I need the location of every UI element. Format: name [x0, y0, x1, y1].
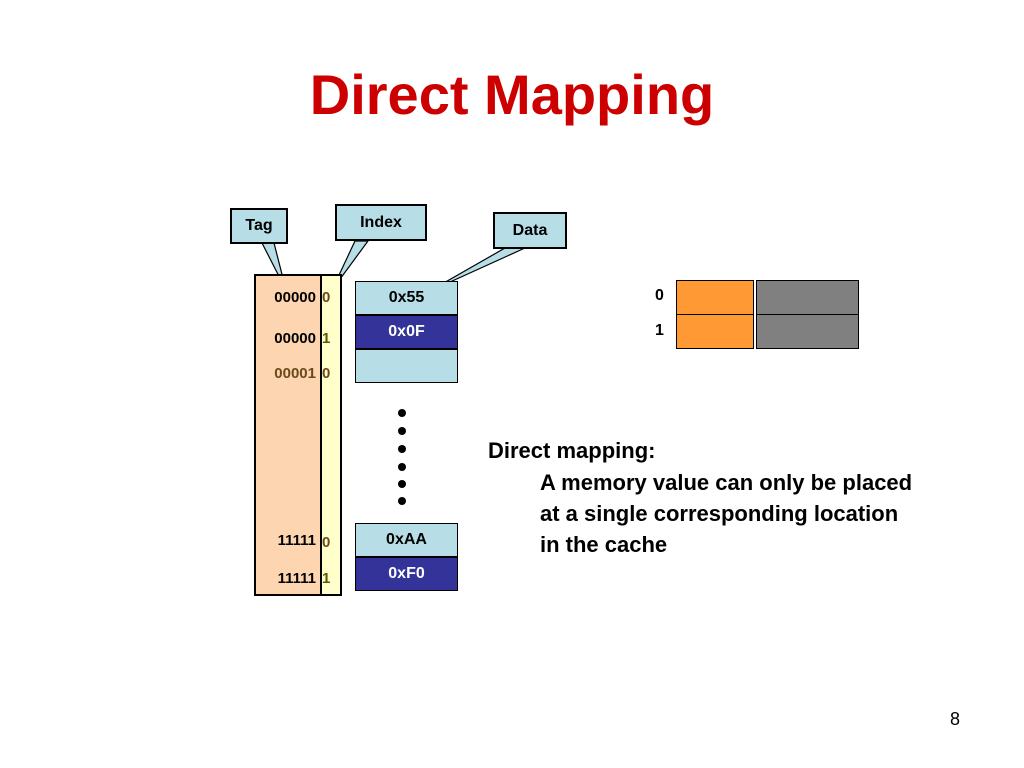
description-heading: Direct mapping: — [488, 438, 656, 463]
cache-data-cell — [756, 280, 859, 315]
data-callout-label: Data — [512, 221, 548, 239]
data-callout: Data — [493, 212, 567, 249]
ellipsis-dot — [398, 497, 406, 505]
cache-index-0: 0 — [655, 287, 664, 304]
ellipsis-dot — [398, 480, 406, 488]
page-number: 8 — [950, 709, 961, 729]
ellipsis-dot — [398, 463, 406, 471]
memory-tag-1: 00000 — [274, 330, 316, 347]
memory-data-cell — [355, 349, 458, 383]
cache-tag-cell — [676, 314, 754, 349]
cache-tag-cell — [676, 280, 754, 315]
memory-index-3: 0 — [322, 534, 331, 551]
memory-data-cell: 0xF0 — [355, 557, 458, 591]
ellipsis-dot — [398, 445, 406, 453]
memory-index-2: 0 — [322, 365, 331, 382]
cache-index-1: 1 — [655, 322, 664, 339]
memory-index-4: 1 — [322, 570, 331, 587]
memory-data-value: 0xF0 — [388, 565, 425, 582]
ellipsis-dot — [398, 409, 406, 417]
memory-tag-4: 11111 — [277, 570, 316, 587]
cache-data-cell — [756, 314, 859, 349]
description-line: in the cache — [540, 532, 668, 557]
slide-title: Direct Mapping — [309, 63, 715, 126]
ellipsis-dot — [398, 427, 406, 435]
memory-data-value: 0xAA — [386, 531, 427, 548]
memory-data-cell: 0x0F — [355, 315, 458, 349]
memory-tag-2: 00001 — [274, 365, 316, 382]
tag-callout: Tag — [230, 208, 288, 244]
memory-data-cell: 0x55 — [355, 281, 458, 315]
memory-data-value: 0x55 — [388, 289, 425, 306]
memory-tag-0: 00000 — [274, 289, 316, 306]
memory-tag-3: 11111 — [277, 532, 316, 549]
index-column — [320, 274, 342, 596]
description-line: A memory value can only be placed — [540, 470, 913, 495]
description-line: at a single corresponding location — [540, 501, 899, 526]
index-callout-label: Index — [360, 213, 402, 231]
tag-callout-label: Tag — [245, 217, 273, 234]
index-callout: Index — [335, 204, 427, 241]
memory-index-0: 0 — [322, 289, 331, 306]
memory-data-value: 0x0F — [388, 323, 425, 340]
memory-index-1: 1 — [322, 330, 331, 347]
memory-data-cell: 0xAA — [355, 523, 458, 557]
